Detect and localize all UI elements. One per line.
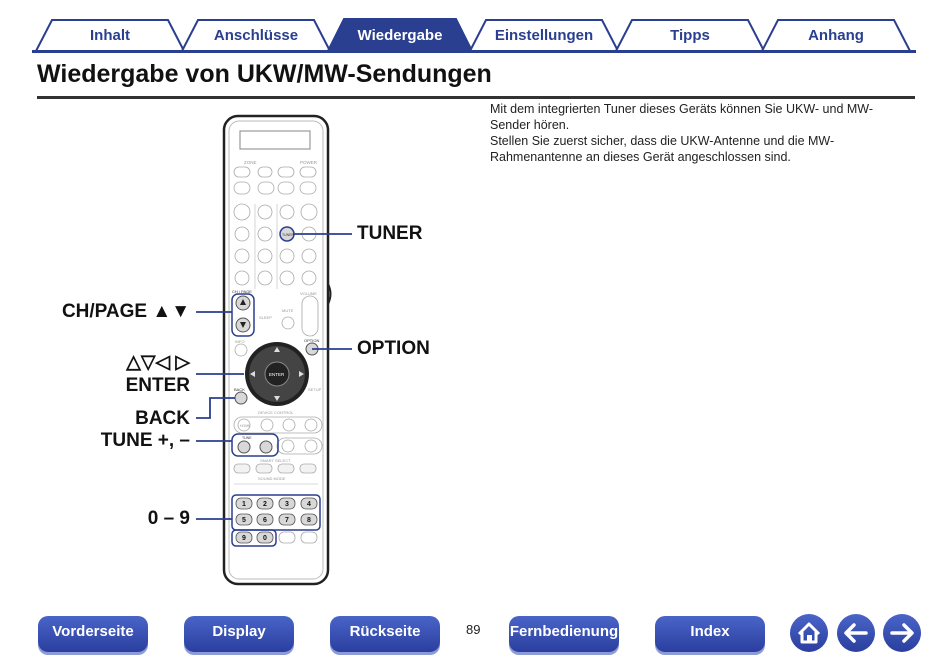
svg-text:6: 6	[263, 517, 267, 524]
front-panel-button[interactable]: Vorderseite	[38, 616, 148, 652]
svg-text:2: 2	[263, 501, 267, 508]
svg-text:9: 9	[242, 535, 246, 542]
svg-text:1: 1	[242, 501, 246, 508]
tab-tipps[interactable]: Tipps	[614, 18, 766, 52]
svg-text:SLEEP: SLEEP	[259, 315, 272, 320]
svg-text:TUNE: TUNE	[242, 436, 252, 440]
title-rule	[37, 96, 915, 99]
svg-text:7: 7	[285, 517, 289, 524]
svg-text:4: 4	[307, 501, 311, 508]
svg-text:DEVICE CONTROL: DEVICE CONTROL	[258, 410, 294, 415]
callout-enter: ENTER	[125, 375, 190, 396]
tab-wiedergabe[interactable]: Wiedergabe	[326, 18, 474, 52]
tab-label: Inhalt	[90, 27, 130, 44]
intro-paragraph-2: Stellen Sie zuerst sicher, dass die UKW-…	[490, 134, 835, 164]
callout-ch-page: CH/PAGE ▲▼	[61, 301, 190, 322]
svg-text:VOLUME: VOLUME	[300, 291, 317, 296]
svg-text:SETUP: SETUP	[308, 387, 322, 392]
tab-label: Tipps	[670, 27, 710, 44]
tab-label: Anhang	[808, 27, 864, 44]
callout-digits: 0 – 9	[147, 508, 190, 529]
tab-label: Wiedergabe	[357, 27, 443, 44]
callout-arrows: △▽◁ ▷	[126, 352, 190, 373]
svg-text:SOUND MODE: SOUND MODE	[258, 476, 286, 481]
svg-text:ENTER: ENTER	[269, 372, 285, 377]
tab-label: Anschlüsse	[213, 27, 299, 44]
callout-option: OPTION	[357, 338, 430, 359]
index-button[interactable]: Index	[655, 616, 765, 652]
tab-einstellungen[interactable]: Einstellungen	[468, 18, 620, 52]
tab-anhang[interactable]: Anhang	[760, 18, 912, 52]
tab-inhalt[interactable]: Inhalt	[34, 18, 186, 52]
svg-text:CH / PAGE: CH / PAGE	[232, 289, 252, 294]
svg-text:POWER: POWER	[300, 160, 318, 165]
page-number: 89	[466, 622, 481, 637]
svg-text:5: 5	[242, 517, 246, 524]
arrow-left-icon[interactable]	[837, 614, 875, 652]
tab-underline	[32, 50, 916, 53]
arrow-right-icon[interactable]	[883, 614, 921, 652]
svg-text:INFO: INFO	[235, 339, 245, 344]
svg-text:TUNER: TUNER	[282, 233, 295, 237]
svg-text:OPTION: OPTION	[304, 338, 319, 343]
svg-text:0: 0	[263, 535, 267, 542]
svg-text:MUTE: MUTE	[282, 308, 294, 313]
svg-text:3: 3	[285, 501, 289, 508]
rear-panel-button[interactable]: Rückseite	[330, 616, 440, 652]
callout-back: BACK	[135, 408, 190, 429]
svg-text:8: 8	[307, 517, 311, 524]
tab-label: Einstellungen	[494, 27, 594, 44]
svg-text:ZONE: ZONE	[244, 160, 257, 165]
remote-control-button[interactable]: Fernbedienung	[509, 616, 619, 652]
display-button[interactable]: Display	[184, 616, 294, 652]
intro-paragraph-1: Mit dem integrierten Tuner dieses Geräts…	[490, 102, 874, 132]
home-icon[interactable]	[790, 614, 828, 652]
svg-text:SMART SELECT: SMART SELECT	[260, 458, 291, 463]
svg-text:BACK: BACK	[234, 387, 245, 392]
callout-tuner: TUNER	[357, 223, 423, 244]
callout-tune: TUNE +, –	[100, 430, 190, 451]
page-title: Wiedergabe von UKW/MW-Sendungen	[37, 60, 492, 88]
tab-anschluesse[interactable]: Anschlüsse	[180, 18, 332, 52]
svg-text:HOME: HOME	[240, 424, 251, 428]
intro-text: Mit dem integrierten Tuner dieses Geräts…	[490, 101, 900, 165]
remote-control-illustration: ZONE POWER TUNER CH / PAGE SLEEP MUTE VO…	[222, 114, 332, 586]
